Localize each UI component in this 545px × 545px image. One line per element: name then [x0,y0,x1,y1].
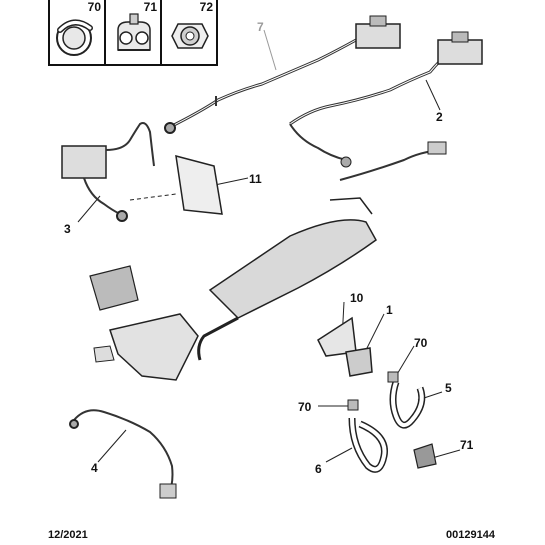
callout-2: 2 [436,110,443,124]
part-1-filter[interactable] [197,141,447,361]
legend-number-71: 71 [143,0,157,14]
legend-cell-72[interactable]: 72 [162,0,216,64]
part-5-hose[interactable] [389,380,426,429]
callout-1: 1 [386,303,393,317]
clamp-70-parts[interactable] [347,371,399,411]
part-11-bracket[interactable] [129,154,223,215]
part-7-harness[interactable] [164,15,401,134]
callout-70-upper: 70 [414,336,428,350]
grommet-icon [171,23,209,49]
callout-71: 71 [460,438,474,452]
legend-cell-70[interactable]: 70 [50,0,106,64]
callout-11: 11 [249,172,262,186]
leader-lines [77,29,461,463]
part-3-sensor[interactable] [61,122,155,222]
footer-code: 00129144 [446,529,495,541]
hose-clamp-icon [56,19,93,56]
callout-7: 7 [257,20,264,34]
part-1-clip[interactable] [345,347,373,377]
clip-71-part[interactable] [413,443,437,469]
legend-number-70: 70 [87,0,101,14]
callout-10: 10 [350,291,364,305]
legend-cell-71[interactable]: 71 [106,0,162,64]
exhaust-manifold[interactable] [89,265,199,381]
pipe-clip-icon [117,13,151,51]
callout-70-lower: 70 [298,400,312,414]
part-6-hose[interactable] [348,417,388,473]
part-4-sensor[interactable] [69,409,177,499]
callout-5: 5 [445,381,452,395]
callout-4: 4 [91,461,98,475]
part-2-harness[interactable] [289,31,483,168]
parts-legend: 70 71 72 [48,0,218,66]
footer-date: 12/2021 [48,529,88,541]
callout-3: 3 [64,222,71,236]
legend-number-72: 72 [199,0,213,14]
callout-6: 6 [315,462,322,476]
part-10-bracket[interactable] [317,316,357,357]
